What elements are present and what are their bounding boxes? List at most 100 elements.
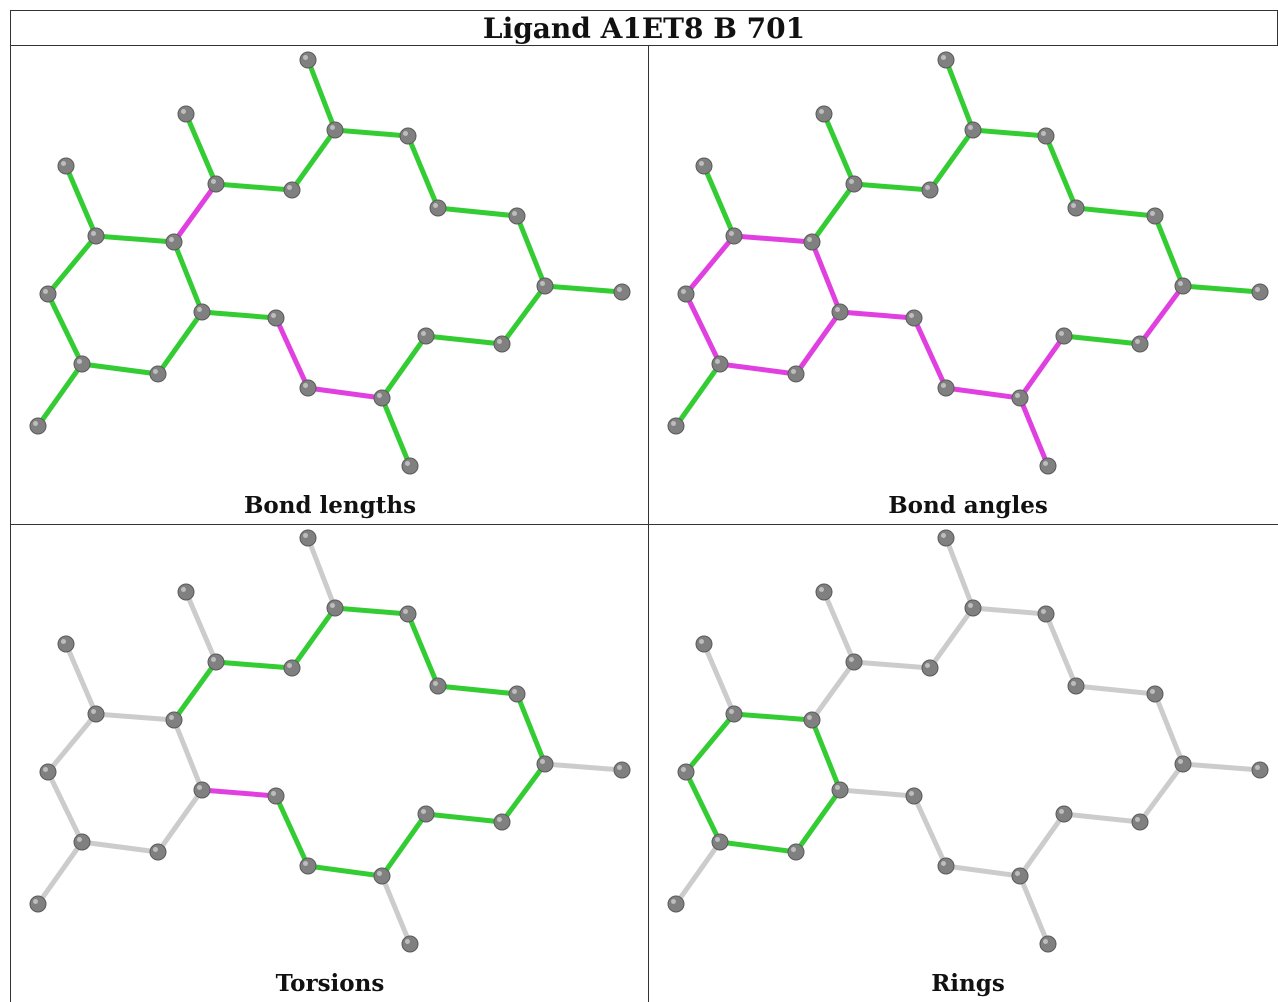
bond-5-7 bbox=[499, 283, 548, 347]
atom-highlight-13 bbox=[835, 307, 840, 312]
atom-highlight-5 bbox=[540, 281, 545, 286]
bond-17-1 bbox=[927, 127, 976, 193]
bond-11-12 bbox=[273, 793, 311, 869]
bond-14-15 bbox=[171, 659, 219, 723]
bond-23-13 bbox=[155, 309, 205, 377]
bond-17-1 bbox=[289, 605, 338, 671]
bond-3-4 bbox=[1073, 205, 1158, 219]
atom-10 bbox=[1039, 457, 1057, 475]
figure-frame: Ligand A1ET8 B 701 Bond lengths Bond ang… bbox=[10, 10, 1278, 1002]
atom-highlight-11 bbox=[941, 383, 946, 388]
atom-highlight-14 bbox=[169, 237, 174, 242]
atom-12 bbox=[267, 309, 285, 327]
bond-21-22 bbox=[35, 839, 85, 907]
bond-14-18 bbox=[731, 233, 815, 245]
atom-highlight-8 bbox=[421, 331, 426, 336]
figure-title: Ligand A1ET8 B 701 bbox=[482, 11, 806, 45]
bond-4-5 bbox=[514, 213, 548, 289]
bond-18-19 bbox=[701, 163, 737, 239]
bond-13-14 bbox=[809, 239, 843, 315]
atom-20 bbox=[677, 763, 695, 781]
bond-11-12 bbox=[911, 315, 949, 391]
atom-18 bbox=[725, 227, 743, 245]
panel-rings: Rings bbox=[648, 524, 1278, 1002]
bond-9-10 bbox=[379, 395, 413, 469]
atom-highlight-22 bbox=[671, 421, 676, 426]
grid-line-horizontal bbox=[10, 524, 1278, 525]
atom-20 bbox=[677, 285, 695, 303]
atom-highlight-5 bbox=[1178, 281, 1183, 286]
atom-highlight-17 bbox=[287, 185, 292, 190]
atom-9 bbox=[373, 389, 391, 407]
bond-5-7 bbox=[1137, 761, 1186, 825]
atom-18 bbox=[87, 227, 105, 245]
bond-14-18 bbox=[93, 233, 177, 245]
atom-highlight-11 bbox=[941, 861, 946, 866]
atom-11 bbox=[937, 857, 955, 875]
atom-1 bbox=[326, 121, 344, 139]
molecule-rings bbox=[667, 529, 1269, 953]
atom-17 bbox=[921, 659, 939, 677]
atom-23 bbox=[149, 365, 167, 383]
atom-13 bbox=[193, 781, 211, 799]
atom-0 bbox=[299, 51, 317, 69]
bond-4-5 bbox=[514, 691, 548, 767]
atom-20 bbox=[39, 763, 57, 781]
atom-9 bbox=[373, 867, 391, 885]
atom-18 bbox=[87, 705, 105, 723]
atom-5 bbox=[1174, 277, 1192, 295]
atom-21 bbox=[711, 833, 729, 851]
panel-torsions: Torsions bbox=[10, 524, 650, 1002]
bond-23-13 bbox=[793, 787, 843, 855]
atom-highlight-18 bbox=[91, 231, 96, 236]
atom-7 bbox=[493, 335, 511, 353]
atom-highlight-6 bbox=[1255, 765, 1260, 770]
atom-highlight-18 bbox=[729, 709, 734, 714]
atom-4 bbox=[1146, 685, 1164, 703]
atom-highlight-0 bbox=[941, 533, 946, 538]
atom-highlight-17 bbox=[925, 185, 930, 190]
bond-9-10 bbox=[1017, 395, 1051, 469]
atom-8 bbox=[1055, 805, 1073, 823]
atom-3 bbox=[1067, 199, 1085, 217]
atom-10 bbox=[401, 457, 419, 475]
atom-highlight-2 bbox=[403, 609, 408, 614]
atom-highlight-13 bbox=[197, 785, 202, 790]
atom-13 bbox=[831, 781, 849, 799]
atom-highlight-3 bbox=[1071, 681, 1076, 686]
atom-highlight-18 bbox=[729, 231, 734, 236]
bond-18-20 bbox=[683, 233, 737, 297]
atom-16 bbox=[815, 105, 833, 123]
atom-2 bbox=[1037, 605, 1055, 623]
atom-highlight-7 bbox=[497, 817, 502, 822]
atom-highlight-21 bbox=[77, 837, 82, 842]
bond-5-6 bbox=[542, 283, 625, 295]
bond-7-8 bbox=[423, 811, 505, 825]
atom-14 bbox=[803, 233, 821, 251]
atom-highlight-18 bbox=[91, 709, 96, 714]
atom-highlight-4 bbox=[512, 211, 517, 216]
molecule-bond-angles bbox=[667, 51, 1269, 475]
bond-5-6 bbox=[1180, 761, 1263, 773]
bond-5-7 bbox=[499, 761, 548, 825]
atom-highlight-4 bbox=[512, 689, 517, 694]
atom-23 bbox=[787, 843, 805, 861]
atom-highlight-23 bbox=[153, 847, 158, 852]
bond-21-22 bbox=[673, 839, 723, 907]
atom-highlight-9 bbox=[1015, 393, 1020, 398]
atom-11 bbox=[937, 379, 955, 397]
bond-21-23 bbox=[717, 839, 799, 855]
atom-highlight-3 bbox=[433, 203, 438, 208]
atom-9 bbox=[1011, 867, 1029, 885]
bond-0-1 bbox=[943, 57, 976, 133]
atom-highlight-6 bbox=[617, 765, 622, 770]
atom-6 bbox=[1251, 761, 1269, 779]
atom-highlight-19 bbox=[699, 161, 704, 166]
atom-highlight-12 bbox=[271, 791, 276, 796]
atom-2 bbox=[399, 127, 417, 145]
atom-22 bbox=[667, 895, 685, 913]
atom-highlight-6 bbox=[1255, 287, 1260, 292]
bond-18-19 bbox=[701, 641, 737, 717]
bond-14-18 bbox=[93, 711, 177, 723]
bond-14-15 bbox=[171, 181, 219, 245]
